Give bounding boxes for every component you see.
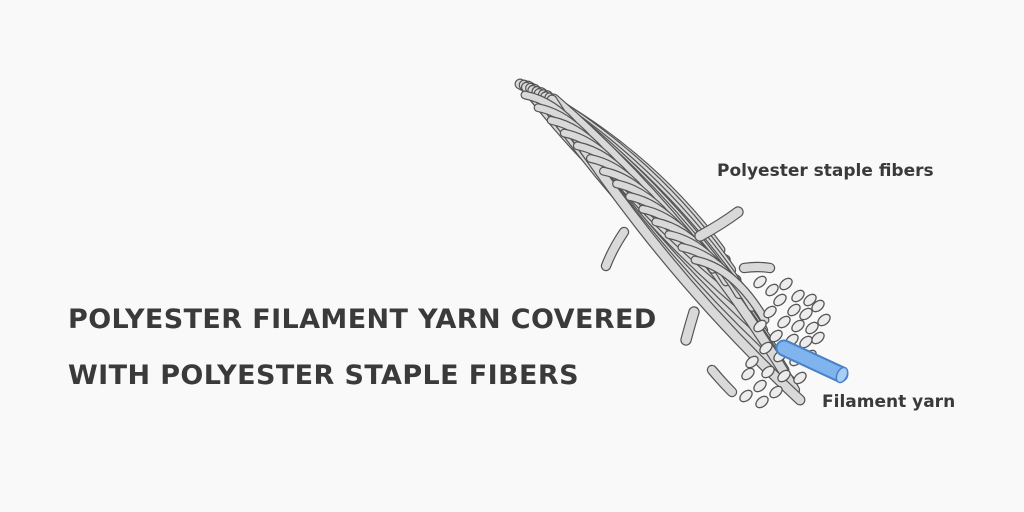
filament-yarn-label: Filament yarn xyxy=(822,392,956,412)
staple-fiber-bundle xyxy=(514,78,806,406)
headline-line-1: POLYESTER FILAMENT YARN COVERED xyxy=(68,304,657,335)
staple-fibers-label: Polyester staple fibers xyxy=(717,161,934,181)
headline-line-2: WITH POLYESTER STAPLE FIBERS xyxy=(68,360,579,391)
filament-yarn-core xyxy=(775,339,849,384)
